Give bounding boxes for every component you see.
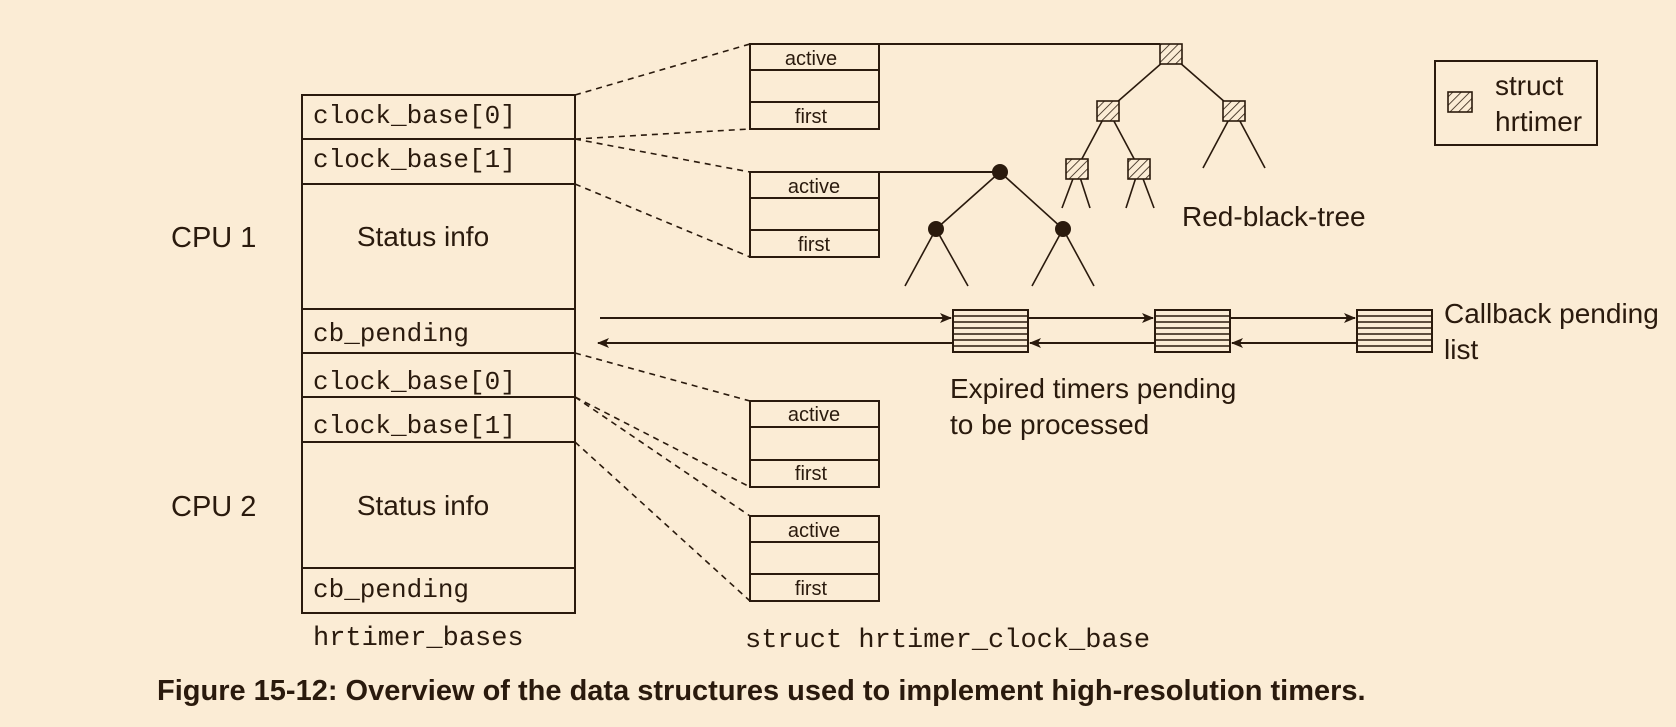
cpu2-cb-pending: cb_pending [313,575,469,605]
callback-label-line-1: Callback pending [1444,298,1659,329]
expired-label-line-2: to be processed [950,409,1149,440]
cpu1-clock-base-0: clock_base[0] [313,101,516,131]
cpu2-clock-base-0: clock_base[0] [313,367,516,397]
hrtimer-legend-icon [1447,91,1473,113]
clock-base-box-cpu1-0: active first [749,43,880,130]
cpu1-clock-base-1: clock_base[1] [313,145,516,175]
field-active: active [788,176,840,198]
field-first: first [795,463,828,485]
field-first: first [798,234,831,256]
legend-line-2: hrtimer [1495,106,1582,137]
tree-node [1055,221,1071,237]
list-element [1154,309,1231,353]
hrtimer-node [1127,158,1151,180]
tree-node [928,221,944,237]
cpu1-status-info: Status info [357,221,489,252]
hrtimer-node [1096,100,1120,122]
cpu2-clock-base-1: clock_base[1] [313,411,516,441]
red-black-tree-generic [879,164,1095,287]
legend-line-1: struct [1495,70,1564,101]
field-first: first [795,578,828,600]
list-element [1356,309,1433,353]
figure-caption: Figure 15-12: Overview of the data struc… [157,675,1366,707]
field-first: first [795,106,828,128]
hrtimer-node [1222,100,1246,122]
clock-base-box-cpu1-1: active first [749,171,880,258]
hrtimer-node [1065,158,1089,180]
callback-label-line-2: list [1444,334,1478,365]
legend: struct hrtimer [1434,60,1598,146]
field-active: active [785,48,837,70]
hrtimer-bases-table: clock_base[0] clock_base[1] Status info … [301,94,576,614]
tree-node [992,164,1008,180]
list-element [952,309,1029,353]
field-active: active [788,404,840,426]
red-black-tree-label: Red-black-tree [1182,201,1366,232]
hrtimer-node [1159,43,1183,65]
field-active: active [788,520,840,542]
clock-base-box-cpu2-0: active first [749,400,880,488]
clock-base-box-cpu2-1: active first [749,515,880,602]
clock-base-struct-label: struct hrtimer_clock_base [745,626,1150,656]
expired-label-line-1: Expired timers pending [950,373,1236,404]
cpu1-cb-pending: cb_pending [313,319,469,349]
cpu2-status-info: Status info [357,490,489,521]
dashed-connectors [574,43,751,602]
hrtimer-bases-label: hrtimer_bases [313,624,524,654]
callback-pending-list [597,309,1433,353]
cpu2-label: CPU 2 [171,491,256,523]
red-black-tree-hrtimer [879,43,1266,209]
cpu1-label: CPU 1 [171,222,256,254]
